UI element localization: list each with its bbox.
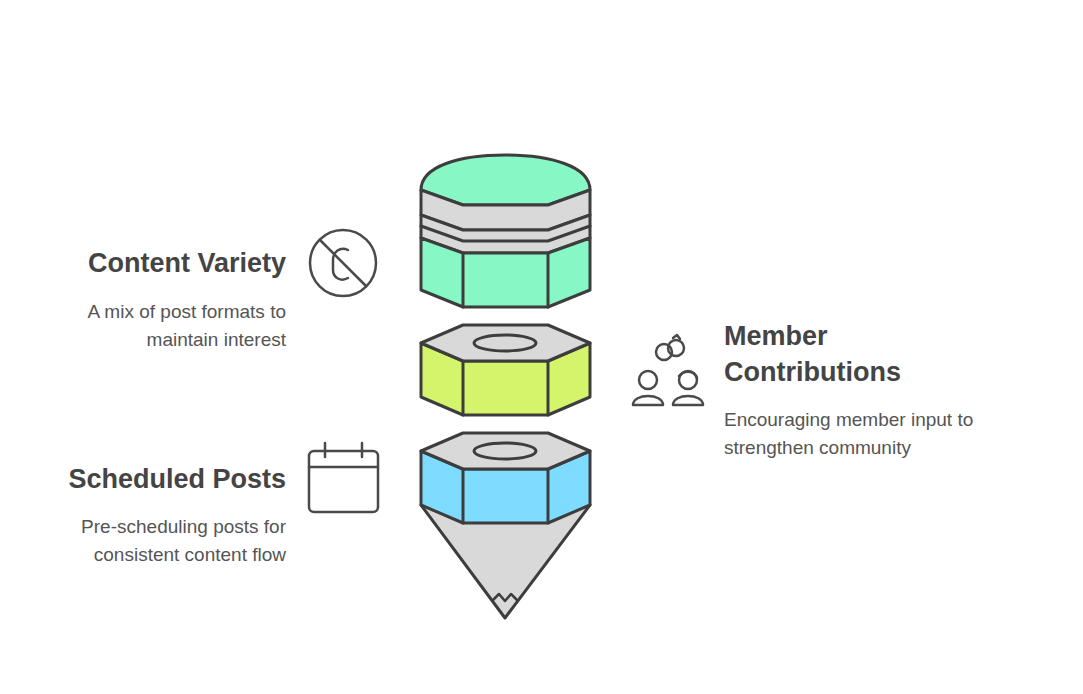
segment-hole [474,335,536,351]
calendar-icon [309,443,378,512]
segment-hole [474,443,536,459]
pencil-segment [421,238,590,307]
segment-top [421,433,590,469]
segment-edge [463,253,548,307]
segment-edge [463,361,548,415]
section-description: Pre-scheduling posts for consistent cont… [36,513,286,569]
section-description: A mix of post formats to maintain intere… [36,298,286,354]
tip-lead [493,594,517,601]
section-description: Encouraging member input to strengthen c… [724,406,1024,462]
members-icon [633,335,703,405]
ferrule-line [421,226,590,241]
segment-top [421,325,590,361]
section-heading: Content Variety [26,245,286,281]
section-heading: Scheduled Posts [26,461,286,497]
section-heading: Member Contributions [724,318,934,390]
segment-edge [463,469,548,523]
variety-icon [310,230,376,296]
